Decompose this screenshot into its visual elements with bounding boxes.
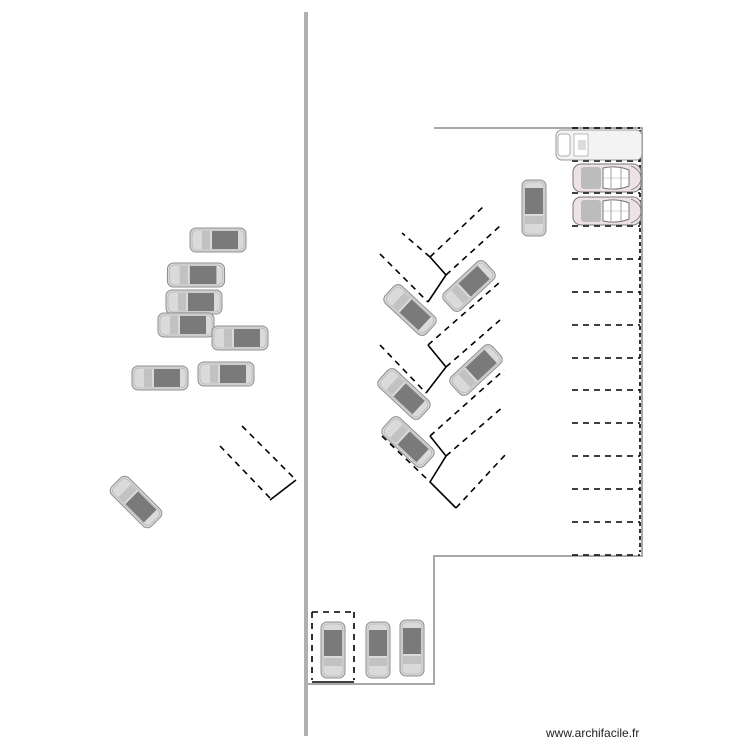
watermark-text: www.archifacile.fr <box>546 726 640 740</box>
car[interactable] <box>521 179 547 237</box>
car[interactable] <box>107 473 165 531</box>
car[interactable] <box>380 281 440 339</box>
car[interactable] <box>446 341 506 399</box>
angled-bays <box>379 205 507 509</box>
van[interactable] <box>555 129 643 161</box>
car[interactable] <box>166 262 226 288</box>
car[interactable] <box>572 196 642 226</box>
car[interactable] <box>165 289 223 315</box>
car[interactable] <box>572 163 642 193</box>
bottom-bay <box>311 611 355 683</box>
car[interactable] <box>439 257 499 315</box>
left-bay <box>219 425 297 501</box>
car[interactable] <box>189 227 247 253</box>
car[interactable] <box>374 365 434 423</box>
car[interactable] <box>399 619 425 677</box>
car[interactable] <box>157 312 215 338</box>
car[interactable] <box>365 621 391 679</box>
car[interactable] <box>211 325 269 351</box>
car[interactable] <box>320 621 346 679</box>
car[interactable] <box>197 361 255 387</box>
car[interactable] <box>131 365 189 391</box>
